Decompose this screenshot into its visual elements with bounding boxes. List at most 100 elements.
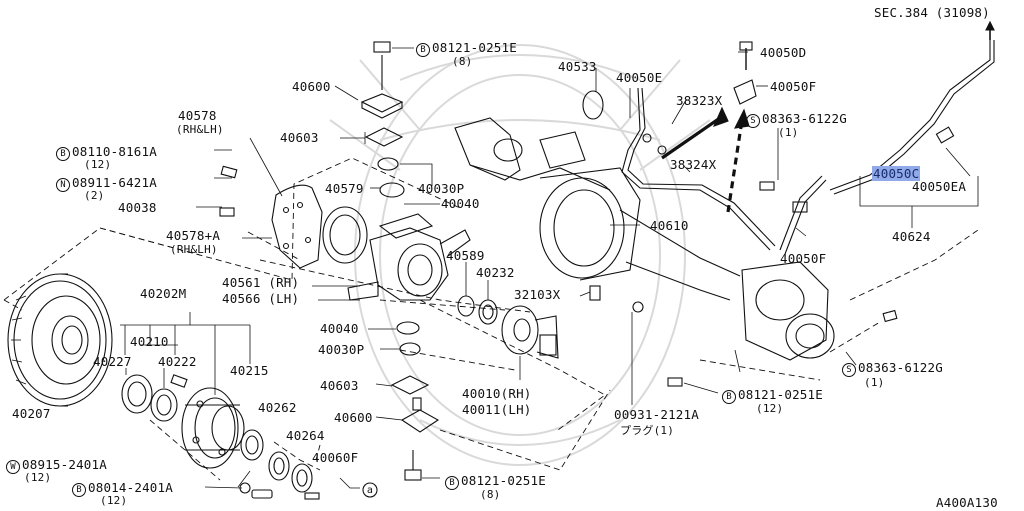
label-40050d: 40050D xyxy=(760,45,807,60)
label-bolt-mid-qty: (12) xyxy=(756,402,784,415)
label-40603-low: 40603 xyxy=(320,378,359,393)
label-40202m: 40202M xyxy=(140,286,187,301)
shim-40603-low xyxy=(390,375,430,395)
label-40561: 40561 (RH) xyxy=(222,275,300,290)
seal-40232 xyxy=(478,299,498,325)
label-plug-text: プラグ(1) xyxy=(620,424,675,437)
vent-hose xyxy=(621,87,827,255)
seal-40227 xyxy=(121,374,153,414)
brake-rotor xyxy=(7,273,113,407)
screw-40060f xyxy=(304,492,320,500)
shim-40603 xyxy=(364,127,404,147)
label-bolt-8161-qty: (12) xyxy=(84,158,112,171)
label-screw-6122-top-qty: (1) xyxy=(778,126,799,139)
label-38324x: 38324X xyxy=(670,157,717,172)
label-washer-2401-qty: (12) xyxy=(24,471,52,484)
washer-40262 xyxy=(268,451,290,481)
axle-housing xyxy=(454,90,835,361)
label-40232: 40232 xyxy=(476,265,515,280)
label-40610: 40610 xyxy=(650,218,689,233)
bushing-40030p-low xyxy=(399,342,421,356)
label-40010: 40010(RH) xyxy=(462,386,532,401)
bolt-bottom xyxy=(404,469,422,481)
label-40038: 40038 xyxy=(118,200,157,215)
seal-40579 xyxy=(322,206,368,264)
label-bolt-2401-qty: (12) xyxy=(100,494,128,507)
label-40040-top: 40040 xyxy=(441,196,480,211)
nut-40264 xyxy=(291,463,313,493)
label-40050f-low: 40050F xyxy=(780,251,827,266)
label-40589: 40589 xyxy=(446,248,485,263)
label-40578a: 40578+A xyxy=(166,228,221,243)
label-40030p-low: 40030P xyxy=(318,342,365,357)
label-section-ref: SEC.384 (31098) xyxy=(874,5,990,20)
wheel-hub xyxy=(181,387,245,469)
label-40600-top: 40600 xyxy=(292,79,331,94)
label-40210: 40210 xyxy=(130,334,169,349)
diagram-code: A400A130 xyxy=(936,495,998,510)
seal-40040 xyxy=(379,182,405,198)
label-40533: 40533 xyxy=(558,59,597,74)
label-40624: 40624 xyxy=(892,229,931,244)
label-40227: 40227 xyxy=(93,354,132,369)
label-40578a-side: (RH&LH) xyxy=(170,243,218,256)
label-32103x: 32103X xyxy=(514,287,561,302)
seal-40040-low xyxy=(396,321,420,335)
label-38323x: 38323X xyxy=(676,93,723,108)
clip-40050c xyxy=(935,126,955,144)
drive-flange xyxy=(501,305,559,359)
bushing-40030p xyxy=(377,157,399,171)
label-40030p-top: 40030P xyxy=(418,181,465,196)
label-40050ea: 40050EA xyxy=(912,179,967,194)
label-bolt-top-qty: (8) xyxy=(452,55,473,68)
label-40011: 40011(LH) xyxy=(462,402,532,417)
label-40060f: 40060F xyxy=(312,450,359,465)
stud-40222 xyxy=(170,374,188,388)
screw-08363 xyxy=(759,181,775,191)
label-40603-top: 40603 xyxy=(280,130,319,145)
label-40600-low: 40600 xyxy=(334,410,373,425)
ref-circle-label: a xyxy=(366,485,374,496)
label-40050f-top: 40050F xyxy=(770,79,817,94)
brake-tube xyxy=(829,40,991,191)
label-plug-2121: 00931-2121A xyxy=(614,407,699,422)
label-nut-6421-qty: (2) xyxy=(84,189,105,202)
watermark-emblem xyxy=(329,44,711,466)
bolt-08014 xyxy=(251,489,273,499)
label-40040-low: 40040 xyxy=(320,321,359,336)
bearing-40215 xyxy=(240,429,264,461)
label-40207: 40207 xyxy=(12,406,51,421)
label-40578-side: (RH&LH) xyxy=(176,123,224,136)
label-40578: 40578 xyxy=(178,108,217,123)
breather-32103x xyxy=(589,285,601,301)
bolt-top xyxy=(373,41,391,53)
label-40262: 40262 xyxy=(258,400,297,415)
label-screw-6122-low-qty: (1) xyxy=(864,376,885,389)
label-bolt-bottom-qty: (8) xyxy=(480,488,501,501)
clip-40050f xyxy=(733,79,757,105)
plug-00931 xyxy=(632,301,644,313)
label-40264: 40264 xyxy=(286,428,325,443)
backing-plate xyxy=(271,184,323,269)
steering-knuckle xyxy=(347,213,471,301)
kingpin-cap-40600-low xyxy=(400,409,440,433)
label-40050e: 40050E xyxy=(616,70,663,85)
label-40566: 40566 (LH) xyxy=(222,291,300,306)
bearing-40210 xyxy=(150,388,178,422)
ref-circle xyxy=(362,482,378,498)
label-40222: 40222 xyxy=(158,354,197,369)
label-40579: 40579 xyxy=(325,181,364,196)
label-40215: 40215 xyxy=(230,363,269,378)
label-40050c: 40050C xyxy=(872,166,921,181)
